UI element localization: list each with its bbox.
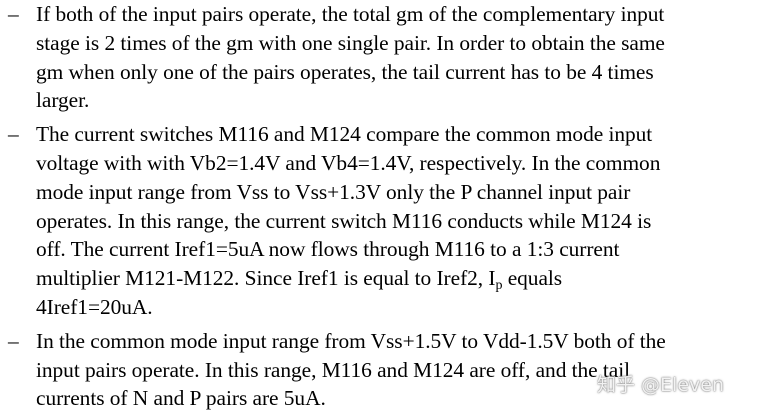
text-line: In the common mode input range from Vss+… bbox=[36, 328, 666, 353]
text-line: currents of N and P pairs are 5uA. bbox=[36, 386, 326, 411]
text-line: multiplier M121-M122. Since Iref1 is equ… bbox=[36, 264, 755, 293]
text-fragment: multiplier M121-M122. Since Iref1 is equ… bbox=[36, 266, 496, 291]
text-line: 4Iref1=20uA. bbox=[36, 294, 153, 319]
bullet-dash: – bbox=[8, 2, 19, 26]
text-line: gm when only one of the pairs operates, … bbox=[36, 59, 654, 84]
text-line: larger. bbox=[36, 88, 90, 113]
bullet-dash: – bbox=[8, 122, 19, 147]
text-line: input pairs operate. In this range, M116… bbox=[36, 357, 631, 382]
text-fragment: equals bbox=[502, 266, 563, 291]
subscript-p: p bbox=[495, 278, 503, 294]
text-line: If both of the input pairs operate, the … bbox=[36, 2, 665, 26]
text-line: mode input range from Vss to Vss+1.3V on… bbox=[36, 179, 631, 204]
text-line: stage is 2 times of the gm with one sing… bbox=[36, 30, 665, 55]
bullet-item-1: – If both of the input pairs operate, th… bbox=[0, 0, 759, 115]
bullet-item-2: – The current switches M116 and M124 com… bbox=[0, 120, 759, 322]
text-line: operates. In this range, the current swi… bbox=[36, 208, 652, 233]
text-line: off. The current Iref1=5uA now flows thr… bbox=[36, 237, 620, 262]
bullet-item-3: – In the common mode input range from Vs… bbox=[0, 327, 759, 413]
watermark: 知乎 @Eleven bbox=[597, 374, 724, 396]
text-line: voltage with with Vb2=1.4V and Vb4=1.4V,… bbox=[36, 150, 661, 175]
text-line: The current switches M116 and M124 compa… bbox=[36, 122, 653, 147]
bullet-dash: – bbox=[8, 328, 19, 353]
